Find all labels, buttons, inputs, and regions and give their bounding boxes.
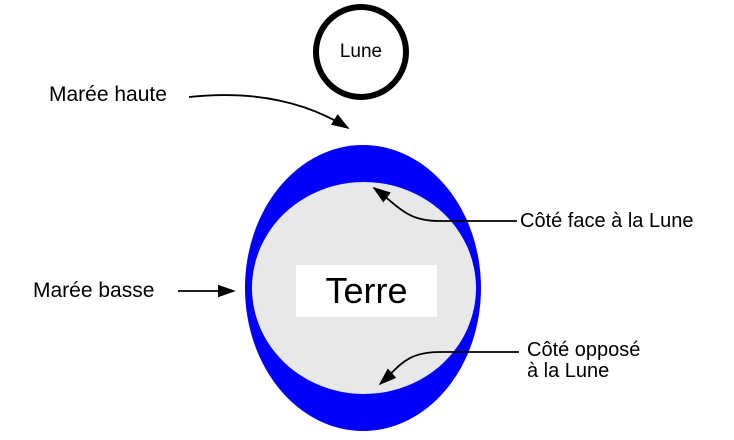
high-tide-label: Marée haute bbox=[49, 83, 167, 106]
low-tide-label: Marée basse bbox=[33, 279, 155, 302]
side-opposite-moon-label: Côté opposé à la Lune bbox=[527, 340, 640, 382]
side-facing-moon-label: Côté face à la Lune bbox=[520, 210, 694, 232]
side-opposite-moon-label-line2: à la Lune bbox=[527, 360, 610, 382]
moon-label: Lune bbox=[339, 41, 383, 62]
earth-label: Terre bbox=[325, 270, 408, 311]
side-opposite-moon-label-line1: Côté opposé bbox=[527, 339, 641, 361]
earth-label-box: Terre bbox=[296, 265, 437, 317]
side-opposite-moon-arrow bbox=[378, 351, 519, 386]
side-facing-moon-arrow bbox=[372, 186, 517, 222]
moon-circle bbox=[313, 4, 409, 100]
high-tide-arrow bbox=[188, 94, 350, 129]
